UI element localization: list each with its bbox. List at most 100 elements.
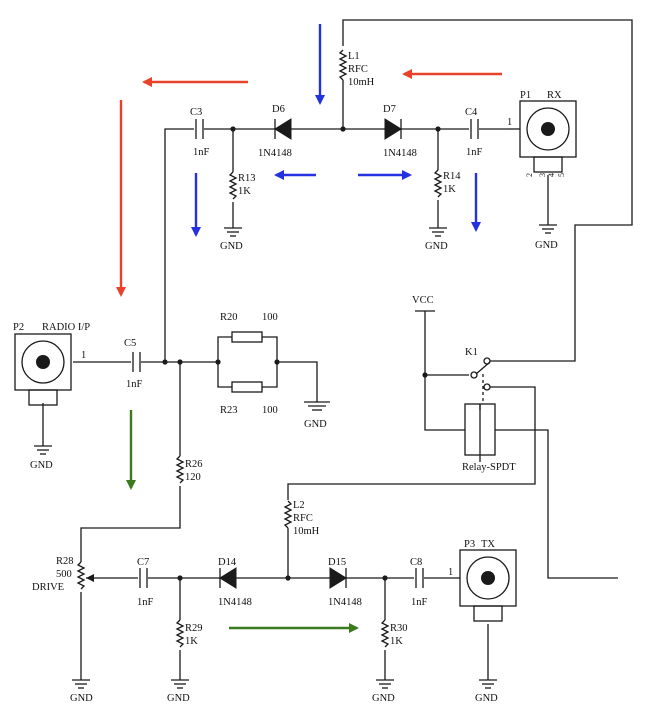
R23-ref: R23 [220,405,238,416]
P2-pin1: 1 [81,350,86,361]
gnd-R14: GND [425,227,448,252]
R14-value: 1K [443,184,456,195]
D15-value: 1N4148 [328,597,362,608]
diode-D15: D15 1N4148 [328,557,362,608]
capacitor-C7: C7 1nF [137,557,154,608]
D15-ref: D15 [328,557,346,568]
R14-ref: R14 [443,171,461,182]
resistor-R23: R23 100 [220,381,278,416]
potentiometer-R28: R28 500 DRIVE [32,556,94,593]
C4-value: 1nF [466,147,483,158]
R23-value: 100 [262,405,278,416]
gnd-R13: GND [220,227,243,252]
capacitor-C3: C3 1nF [190,107,210,158]
diode-D6: D6 1N4148 [258,104,292,159]
R26-value: 120 [185,472,201,483]
P2-name: RADIO I/P [42,322,90,333]
resistor-R20: R20 100 [220,312,278,343]
gnd-R28: GND [70,679,93,704]
C8-value: 1nF [411,597,428,608]
P3-ref: P3 [464,539,475,550]
schematic-label: GND [220,241,243,252]
capacitor-C5: C5 1nF [124,338,143,390]
K1-ref: K1 [465,347,478,358]
resistor-R29: R29 1K [175,619,203,648]
D14-ref: D14 [218,557,237,568]
gnd-P3: GND [475,679,498,704]
gnd-P2: GND [30,445,53,471]
schematic-label: 4 [547,173,556,177]
P3-pin1: 1 [448,567,453,578]
C8-ref: C8 [410,557,422,568]
vcc-label: VCC [412,295,434,306]
C5-value: 1nF [126,379,143,390]
gnd-R30: GND [372,679,395,704]
connector-P2: P2 RADIO I/P 1 [13,322,90,406]
connector-P3: P3 TX 1 [448,539,517,622]
C7-ref: C7 [137,557,149,568]
flow-arrows [116,24,502,633]
schematic-label: GND [425,241,448,252]
L2-value: 10mH [293,526,320,537]
gnd-R20: GND [304,401,330,430]
resistor-R26: R26 120 [175,455,203,484]
resistor-R13: R13 1K [228,171,256,200]
P2-ref: P2 [13,322,24,333]
C5-ref: C5 [124,338,136,349]
ground-symbols: GND GND GND GND GND GND GND GND GND [30,224,558,704]
P1-pin1: 1 [507,117,512,128]
D7-ref: D7 [383,104,396,115]
schematic-label: GND [167,693,190,704]
R29-value: 1K [185,636,198,647]
L1-type: RFC [348,64,368,75]
D7-value: 1N4148 [383,148,417,159]
P1-name: RX [547,90,562,101]
P3-name: TX [481,539,495,550]
schematic-label: GND [70,693,93,704]
diode-D14: D14 1N4148 [218,557,252,608]
D14-value: 1N4148 [218,597,252,608]
C4-ref: C4 [465,107,478,118]
connector-P1: P1 RX 1 2 3 4 5 [507,90,577,177]
D6-value: 1N4148 [258,148,292,159]
D6-ref: D6 [272,104,285,115]
schematic-label: 3 [538,173,547,177]
inductor-L1: L1 RFC 10mH [338,49,375,88]
R26-ref: R26 [185,459,203,470]
R28-ref: R28 [56,556,74,567]
L2-type: RFC [293,513,313,524]
K1-name: Relay-SPDT [462,462,516,473]
gnd-R29: GND [167,679,190,704]
C7-value: 1nF [137,597,154,608]
R13-ref: R13 [238,173,256,184]
L1-ref: L1 [348,51,360,62]
resistor-R14: R14 1K [433,169,461,198]
C3-ref: C3 [190,107,202,118]
L1-value: 10mH [348,77,375,88]
wires [42,19,633,680]
schematic-label: GND [475,693,498,704]
R28-value: 500 [56,569,72,580]
C3-value: 1nF [193,147,210,158]
L2-ref: L2 [293,500,305,511]
R20-value: 100 [262,312,278,323]
schematic-label: GND [535,240,558,251]
R28-name: DRIVE [32,582,64,593]
schematic-label: 2 [525,173,534,177]
R20-ref: R20 [220,312,238,323]
R30-value: 1K [390,636,403,647]
R30-ref: R30 [390,623,408,634]
capacitor-C4: C4 1nF [465,107,483,158]
schematic-label: GND [30,460,53,471]
gnd-P1: GND [535,224,558,251]
capacitor-C8: C8 1nF [410,557,428,608]
resistor-R30: R30 1K [380,619,408,648]
schematic-label: 5 [557,173,566,177]
R13-value: 1K [238,186,251,197]
P1-ref: P1 [520,90,531,101]
schematic-label: GND [372,693,395,704]
schematic-label: GND [304,419,327,430]
relay-K1: VCC K1 Relay-SPDT [412,295,516,473]
R29-ref: R29 [185,623,203,634]
